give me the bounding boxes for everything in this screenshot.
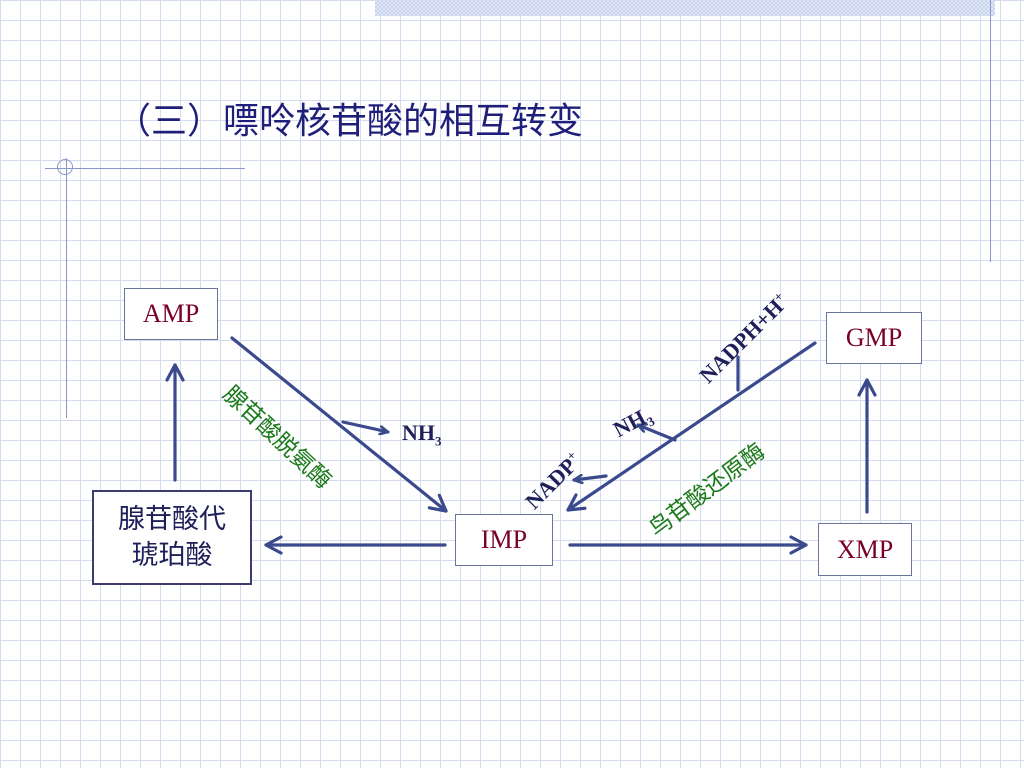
xmp-node: XMP (818, 523, 912, 576)
decorative-vertical-line (990, 0, 991, 262)
adenylosuccinate-label-line1: 腺苷酸代 (118, 504, 226, 536)
arrow-amp-to-imp (230, 336, 448, 513)
adenylosuccinate-label-line2: 琥珀酸 (131, 539, 213, 571)
decorative-circle (57, 159, 73, 175)
decorative-horizontal-line (45, 168, 245, 169)
adenylosuccinate-node: 腺苷酸代 琥珀酸 (92, 490, 252, 585)
decorative-top-band (375, 0, 995, 16)
slide-title: （三）嘌呤核苷酸的相互转变 (115, 101, 584, 142)
arrow-nadp-release (572, 476, 608, 480)
gmp-node: GMP (826, 312, 922, 364)
decorative-left-line (66, 158, 67, 418)
arrow-gmp-to-imp (566, 341, 817, 512)
imp-node: IMP (455, 514, 553, 566)
amp-node: AMP (124, 288, 218, 340)
arrow-nh3-release-right (636, 425, 677, 442)
arrow-nh3-release-left (341, 420, 390, 432)
chem-nh3-left: NH3 (402, 420, 442, 449)
